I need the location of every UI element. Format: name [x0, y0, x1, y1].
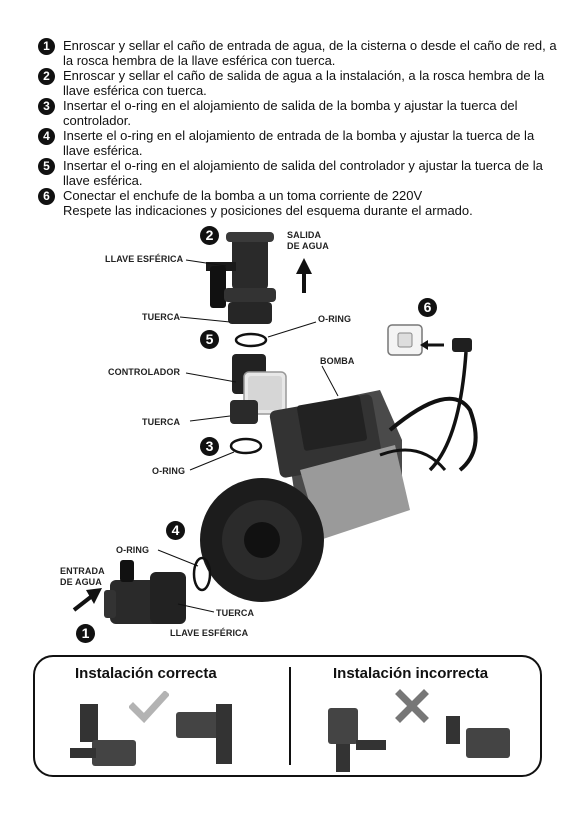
label-tuerca-top: TUERCA [142, 312, 181, 322]
marker-5: 5 [200, 330, 219, 349]
label-entrada-line1: ENTRADA [60, 566, 105, 576]
instruction-list: 1 Enroscar y sellar el caño de entrada de… [38, 38, 558, 218]
assembly-note: Respete las indicaciones y posiciones de… [63, 203, 473, 218]
marker-4: 4 [166, 521, 185, 540]
panel-divider [289, 667, 291, 765]
label-llave-esferica-low: LLAVE ESFÉRICA [170, 628, 249, 638]
step-text: Insertar el o-ring en el alojamiento de … [63, 158, 543, 188]
label-oring-low: O-RING [116, 545, 150, 555]
step-number: 3 [38, 98, 55, 115]
correct-install-title: Instalación correcta [75, 665, 217, 682]
step-number: 4 [38, 128, 55, 145]
checkmark-icon [129, 691, 169, 723]
marker-6: 6 [418, 298, 437, 317]
label-tuerca-mid: TUERCA [142, 417, 181, 427]
marker-2: 2 [200, 226, 219, 245]
outlet-drawing [387, 324, 472, 472]
label-tuerca-low: TUERCA [216, 608, 255, 618]
leader-lines [157, 259, 339, 613]
step-2: 2 Enroscar y sellar el caño de salida de … [38, 68, 558, 98]
marker-1: 1 [76, 624, 95, 643]
step-text: Enroscar y sellar el caño de salida de a… [63, 68, 545, 98]
incorrect-install-title: Instalación incorrecta [333, 665, 489, 682]
step-number: 2 [38, 68, 55, 85]
correct-install-sketch [70, 704, 232, 766]
step-text: Conectar el enchufe de la bomba a un tom… [63, 188, 423, 203]
step-text: Enroscar y sellar el caño de entrada de … [63, 38, 557, 68]
ball-valve-low-drawing [104, 560, 186, 624]
label-llave-esferica-top: LLAVE ESFÉRICA [105, 254, 184, 264]
ball-valve-top-drawing [206, 232, 276, 324]
step-4: 4 Inserte el o-ring en el alojamiento de … [38, 128, 558, 158]
incorrect-install-sketch [328, 708, 510, 772]
oring-mid-drawing [229, 437, 263, 455]
label-oring-mid: O-RING [152, 466, 186, 476]
label-controlador: CONTROLADOR [108, 367, 181, 377]
installation-comparison-panel: Instalación correcta Instalación incorre… [33, 655, 542, 777]
label-entrada-line2: DE AGUA [60, 577, 102, 587]
arrows-drawing [72, 258, 312, 612]
label-bomba: BOMBA [320, 356, 355, 366]
step-1: 1 Enroscar y sellar el caño de entrada de… [38, 38, 558, 68]
pump-drawing [200, 390, 478, 602]
marker-3: 3 [200, 437, 219, 456]
step-5: 5 Insertar el o-ring en el alojamiento de… [38, 158, 558, 188]
oring-top-drawing [234, 332, 268, 348]
label-salida-line1: SALIDA [287, 230, 322, 240]
step-text: Insertar el o-ring en el alojamiento de … [63, 98, 518, 128]
label-salida-line2: DE AGUA [287, 241, 329, 251]
oring-low-drawing [192, 556, 212, 592]
step-text: Inserte el o-ring en el alojamiento de e… [63, 128, 535, 158]
label-oring-top: O-RING [318, 314, 352, 324]
step-number: 1 [38, 38, 55, 55]
step-6: 6 Conectar el enchufe de la bomba a un to… [38, 188, 558, 205]
step-number: 5 [38, 158, 55, 175]
controller-drawing [230, 354, 287, 424]
step-3: 3 Insertar el o-ring en el alojamiento de… [38, 98, 558, 128]
step-number: 6 [38, 188, 55, 205]
cross-icon [395, 689, 429, 723]
